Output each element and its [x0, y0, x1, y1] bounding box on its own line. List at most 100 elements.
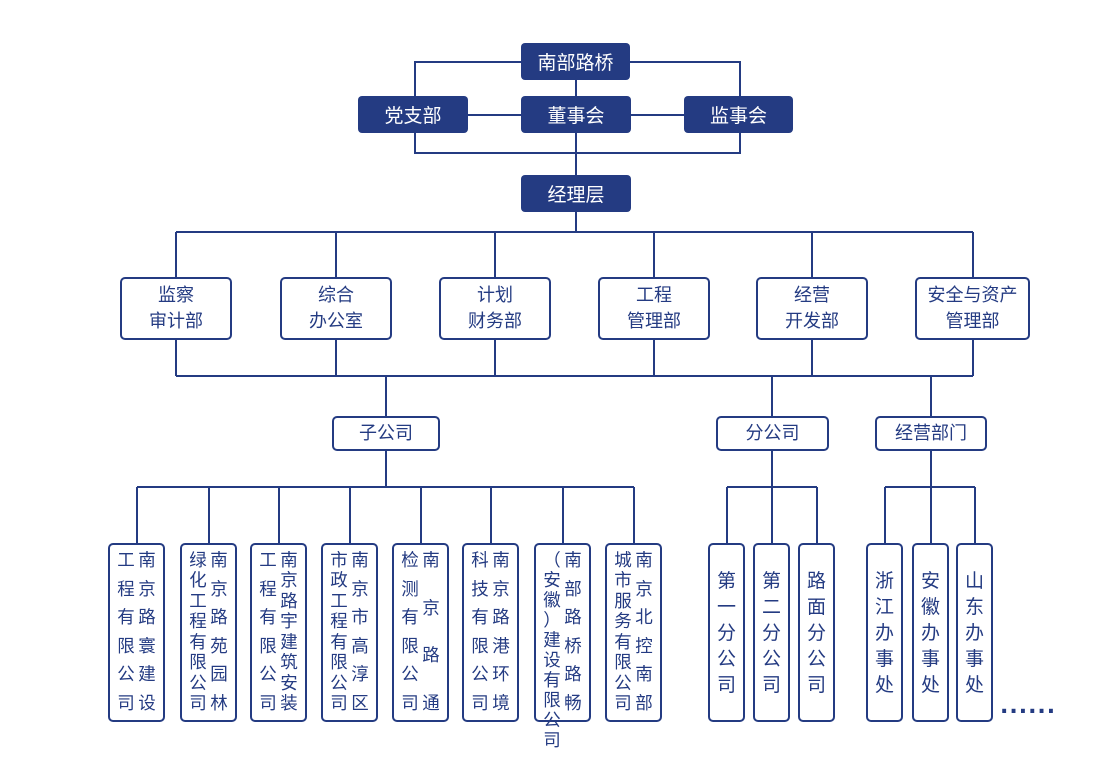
- vertical-glyph: 区: [351, 693, 369, 714]
- vertical-glyph: 有: [330, 632, 348, 653]
- vertical-glyph: 办: [920, 621, 940, 644]
- office-label: 山东办事处: [958, 553, 991, 712]
- node-operations-label: 经营部门: [895, 422, 967, 444]
- department-line1: 综合: [318, 284, 354, 306]
- node-company: 南部路桥: [521, 43, 630, 80]
- vertical-glyph: 公: [614, 673, 632, 694]
- vertical-glyph: 限: [471, 636, 489, 657]
- vertical-glyph: 程: [330, 612, 348, 633]
- department-line2: 办公室: [309, 310, 363, 332]
- vertical-glyph: 公: [806, 647, 826, 670]
- vertical-glyph: 公: [259, 665, 277, 686]
- vertical-glyph: 服: [614, 591, 632, 612]
- vertical-glyph: 限: [614, 653, 632, 674]
- node-board: 董事会: [521, 96, 631, 133]
- node-management-label: 经理层: [547, 184, 605, 206]
- vertical-glyph: 限: [189, 653, 207, 674]
- subsidiary-right-column: 南京路寰建设: [137, 551, 157, 714]
- subsidiary-right-column: 南部路桥路畅: [563, 551, 583, 714]
- vertical-glyph: 路: [210, 608, 228, 629]
- vertical-glyph: 事: [920, 647, 940, 670]
- department-line1: 计划: [477, 284, 513, 306]
- node-department: 经营开发部: [756, 277, 868, 340]
- vertical-glyph: 京: [492, 579, 510, 600]
- vertical-glyph: 测: [401, 579, 419, 600]
- vertical-glyph: 分: [761, 621, 781, 644]
- vertical-glyph: 公: [761, 647, 781, 670]
- vertical-glyph: 一: [716, 595, 736, 618]
- vertical-glyph: 司: [189, 693, 207, 714]
- vertical-glyph: 处: [874, 673, 894, 696]
- vertical-glyph: 公: [117, 665, 135, 686]
- branch-label: 第二分公司: [755, 553, 788, 712]
- vertical-glyph: 处: [920, 673, 940, 696]
- vertical-glyph: 司: [761, 673, 781, 696]
- vertical-glyph: 京: [210, 579, 228, 600]
- vertical-glyph: 公: [330, 673, 348, 694]
- vertical-glyph: 司: [806, 673, 826, 696]
- node-company-label: 南部路桥: [537, 52, 614, 74]
- department-line1: 工程: [636, 284, 672, 306]
- branch-card: 路面分公司: [798, 543, 835, 722]
- department-line2: 财务部: [468, 310, 522, 332]
- vertical-glyph: 南: [210, 551, 228, 571]
- vertical-glyph: 通: [422, 693, 440, 714]
- department-line2: 审计部: [149, 310, 203, 332]
- vertical-glyph: 建: [138, 665, 156, 686]
- node-management: 经理层: [521, 175, 631, 212]
- office-card: 安徽办事处: [912, 543, 949, 722]
- vertical-glyph: 有: [471, 608, 489, 629]
- vertical-glyph: 限: [543, 691, 561, 711]
- vertical-glyph: 公: [401, 665, 419, 686]
- subsidiary-left-column: 工程有限公司: [116, 551, 136, 714]
- vertical-glyph: 限: [330, 653, 348, 674]
- vertical-glyph: 处: [964, 673, 984, 696]
- subsidiary-right-column: 南京路港环境: [491, 551, 511, 714]
- subsidiary-left-column: 市政工程有限公司: [329, 551, 349, 714]
- vertical-glyph: 限: [117, 636, 135, 657]
- vertical-glyph: 路: [564, 608, 582, 629]
- subsidiary-card: 南京市高淳区 市政工程有限公司: [321, 543, 378, 722]
- branch-label: 第一分公司: [710, 553, 743, 712]
- node-branches-label: 分公司: [745, 422, 800, 444]
- vertical-glyph: 有: [614, 632, 632, 653]
- vertical-glyph: 政: [330, 571, 348, 592]
- node-department: 工程管理部: [598, 277, 710, 340]
- vertical-glyph: 南: [635, 551, 653, 571]
- vertical-glyph: 南: [138, 551, 156, 571]
- node-subsidiaries: 子公司: [332, 416, 440, 451]
- vertical-glyph: 分: [806, 621, 826, 644]
- vertical-glyph: 南: [492, 551, 510, 571]
- vertical-glyph: 建: [280, 632, 298, 653]
- subsidiary-right-column: 南京北控南部: [634, 551, 654, 714]
- vertical-glyph: 办: [874, 621, 894, 644]
- subsidiary-left-column: 检测有限公司: [400, 551, 420, 714]
- node-party-branch: 党支部: [358, 96, 468, 133]
- vertical-glyph: 安: [280, 673, 298, 694]
- vertical-glyph: 化: [189, 571, 207, 592]
- vertical-glyph: 市: [351, 608, 369, 629]
- vertical-glyph: （: [543, 551, 561, 571]
- node-department: 综合办公室: [280, 277, 392, 340]
- vertical-glyph: 技: [471, 579, 489, 600]
- vertical-glyph: 筑: [280, 653, 298, 674]
- node-supervisory-board-label: 监事会: [709, 105, 767, 127]
- vertical-glyph: 务: [614, 612, 632, 633]
- vertical-glyph: 港: [492, 636, 510, 657]
- vertical-glyph: 路: [564, 665, 582, 686]
- vertical-glyph: ）: [543, 611, 561, 631]
- node-board-label: 董事会: [547, 105, 605, 127]
- vertical-glyph: 控: [635, 636, 653, 657]
- subsidiary-right-column: 南京市高淳区: [350, 551, 370, 714]
- node-branches: 分公司: [716, 416, 829, 451]
- vertical-glyph: 高: [351, 636, 369, 657]
- vertical-glyph: 淳: [351, 665, 369, 686]
- subsidiary-left-column: 科技有限公司: [470, 551, 490, 714]
- vertical-glyph: 市: [614, 571, 632, 592]
- office-label: 浙江办事处: [868, 553, 901, 712]
- vertical-glyph: 山: [964, 569, 984, 592]
- vertical-glyph: 宇: [280, 612, 298, 633]
- vertical-glyph: 部: [635, 693, 653, 714]
- vertical-glyph: 畅: [564, 693, 582, 714]
